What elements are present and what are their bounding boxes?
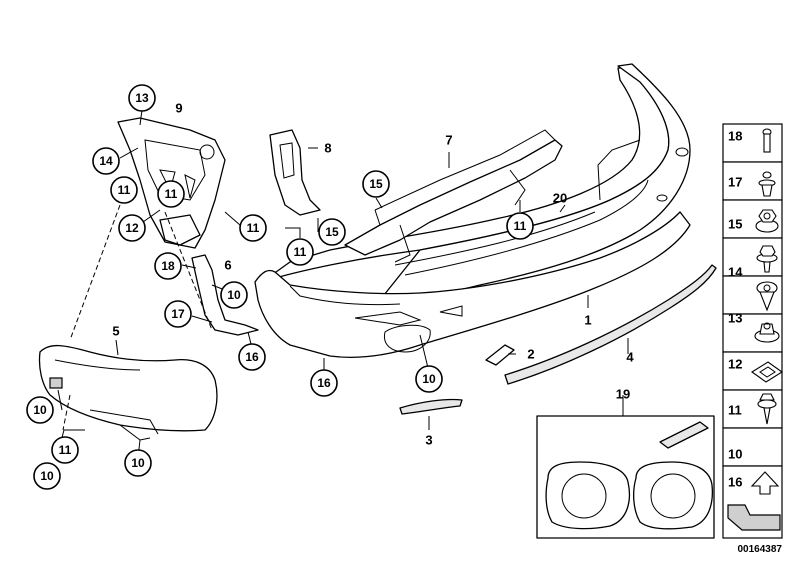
trim-strip-icon bbox=[727, 471, 781, 531]
svg-text:11: 11 bbox=[247, 221, 260, 235]
callout-11: 11 bbox=[239, 214, 267, 242]
svg-text:16: 16 bbox=[317, 376, 331, 390]
svg-text:10: 10 bbox=[227, 288, 241, 302]
label-7: 7 bbox=[445, 133, 452, 148]
svg-text:16: 16 bbox=[245, 350, 259, 364]
self-tapping-screw-icon bbox=[757, 393, 777, 425]
exhaust-trim-inset bbox=[536, 415, 715, 539]
callout-15: 15 bbox=[362, 170, 390, 198]
legend-num-10: 10 bbox=[728, 447, 742, 462]
svg-text:10: 10 bbox=[131, 456, 145, 470]
side-bracket-part bbox=[269, 129, 321, 216]
reflector-part bbox=[399, 398, 463, 415]
label-9: 9 bbox=[175, 101, 182, 116]
svg-text:17: 17 bbox=[171, 307, 185, 321]
callout-13: 13 bbox=[128, 84, 156, 112]
svg-text:10: 10 bbox=[422, 372, 436, 386]
bumper-carrier-part bbox=[344, 129, 563, 263]
label-20: 20 bbox=[553, 191, 567, 206]
svg-text:14: 14 bbox=[99, 154, 113, 168]
label-19: 19 bbox=[616, 387, 630, 402]
legend-num-14: 14 bbox=[728, 265, 743, 280]
svg-text:12: 12 bbox=[125, 221, 139, 235]
callout-10: 10 bbox=[26, 396, 54, 424]
legend-num-13: 13 bbox=[728, 311, 742, 326]
svg-text:18: 18 bbox=[161, 259, 175, 273]
callout-12: 12 bbox=[118, 214, 146, 242]
legend-num-18: 18 bbox=[728, 129, 742, 144]
push-rivet-icon bbox=[762, 128, 772, 153]
alignment-line bbox=[69, 204, 121, 341]
cover-cap-part bbox=[485, 344, 515, 366]
spring-nut-icon bbox=[751, 361, 783, 383]
callout-10: 10 bbox=[220, 281, 248, 309]
callout-10: 10 bbox=[415, 365, 443, 393]
callout-14: 14 bbox=[92, 147, 120, 175]
trim-strip-part bbox=[504, 264, 717, 385]
alignment-line bbox=[62, 394, 71, 431]
callout-17: 17 bbox=[164, 300, 192, 328]
callout-16: 16 bbox=[310, 369, 338, 397]
bumper-lower-panel-part bbox=[254, 211, 691, 359]
clip-rivet-icon bbox=[756, 281, 778, 312]
callout-11: 11 bbox=[506, 212, 534, 240]
svg-text:11: 11 bbox=[294, 245, 307, 259]
legend-num-15: 15 bbox=[728, 217, 742, 232]
svg-text:10: 10 bbox=[33, 403, 47, 417]
svg-text:15: 15 bbox=[325, 225, 339, 239]
legend-num-12: 12 bbox=[728, 357, 742, 372]
label-5: 5 bbox=[112, 324, 119, 339]
label-1: 1 bbox=[584, 313, 591, 328]
callout-18: 18 bbox=[154, 252, 182, 280]
callout-11: 11 bbox=[110, 176, 138, 204]
hex-nut-icon bbox=[755, 209, 779, 233]
callout-11: 11 bbox=[286, 238, 314, 266]
corner-section-part bbox=[38, 344, 218, 441]
fastener-legend: 18 17 15 14 13 12 11 10 16 bbox=[722, 123, 783, 539]
callout-11: 11 bbox=[157, 180, 185, 208]
callout-11: 11 bbox=[51, 436, 79, 464]
callout-10: 10 bbox=[33, 462, 61, 490]
legend-num-17: 17 bbox=[728, 175, 742, 190]
expanding-rivet-icon bbox=[758, 171, 776, 197]
hex-screw-icon bbox=[756, 245, 778, 273]
svg-text:11: 11 bbox=[118, 183, 131, 197]
svg-text:11: 11 bbox=[514, 219, 527, 233]
document-id: 00164387 bbox=[738, 544, 783, 555]
legend-num-11: 11 bbox=[728, 403, 742, 418]
callout-16: 16 bbox=[238, 343, 266, 371]
label-3: 3 bbox=[425, 433, 432, 448]
svg-text:15: 15 bbox=[369, 177, 383, 191]
flange-nut-icon bbox=[754, 322, 780, 343]
callout-15: 15 bbox=[318, 218, 346, 246]
svg-text:13: 13 bbox=[135, 91, 149, 105]
label-2: 2 bbox=[527, 347, 534, 362]
label-4: 4 bbox=[626, 350, 634, 365]
callout-10: 10 bbox=[124, 449, 152, 477]
svg-text:11: 11 bbox=[59, 443, 72, 457]
svg-text:11: 11 bbox=[165, 187, 178, 201]
label-8: 8 bbox=[324, 141, 331, 156]
alignment-line bbox=[164, 211, 213, 331]
svg-text:10: 10 bbox=[40, 469, 54, 483]
label-6: 6 bbox=[224, 258, 231, 273]
legend-num-16: 16 bbox=[728, 475, 742, 490]
